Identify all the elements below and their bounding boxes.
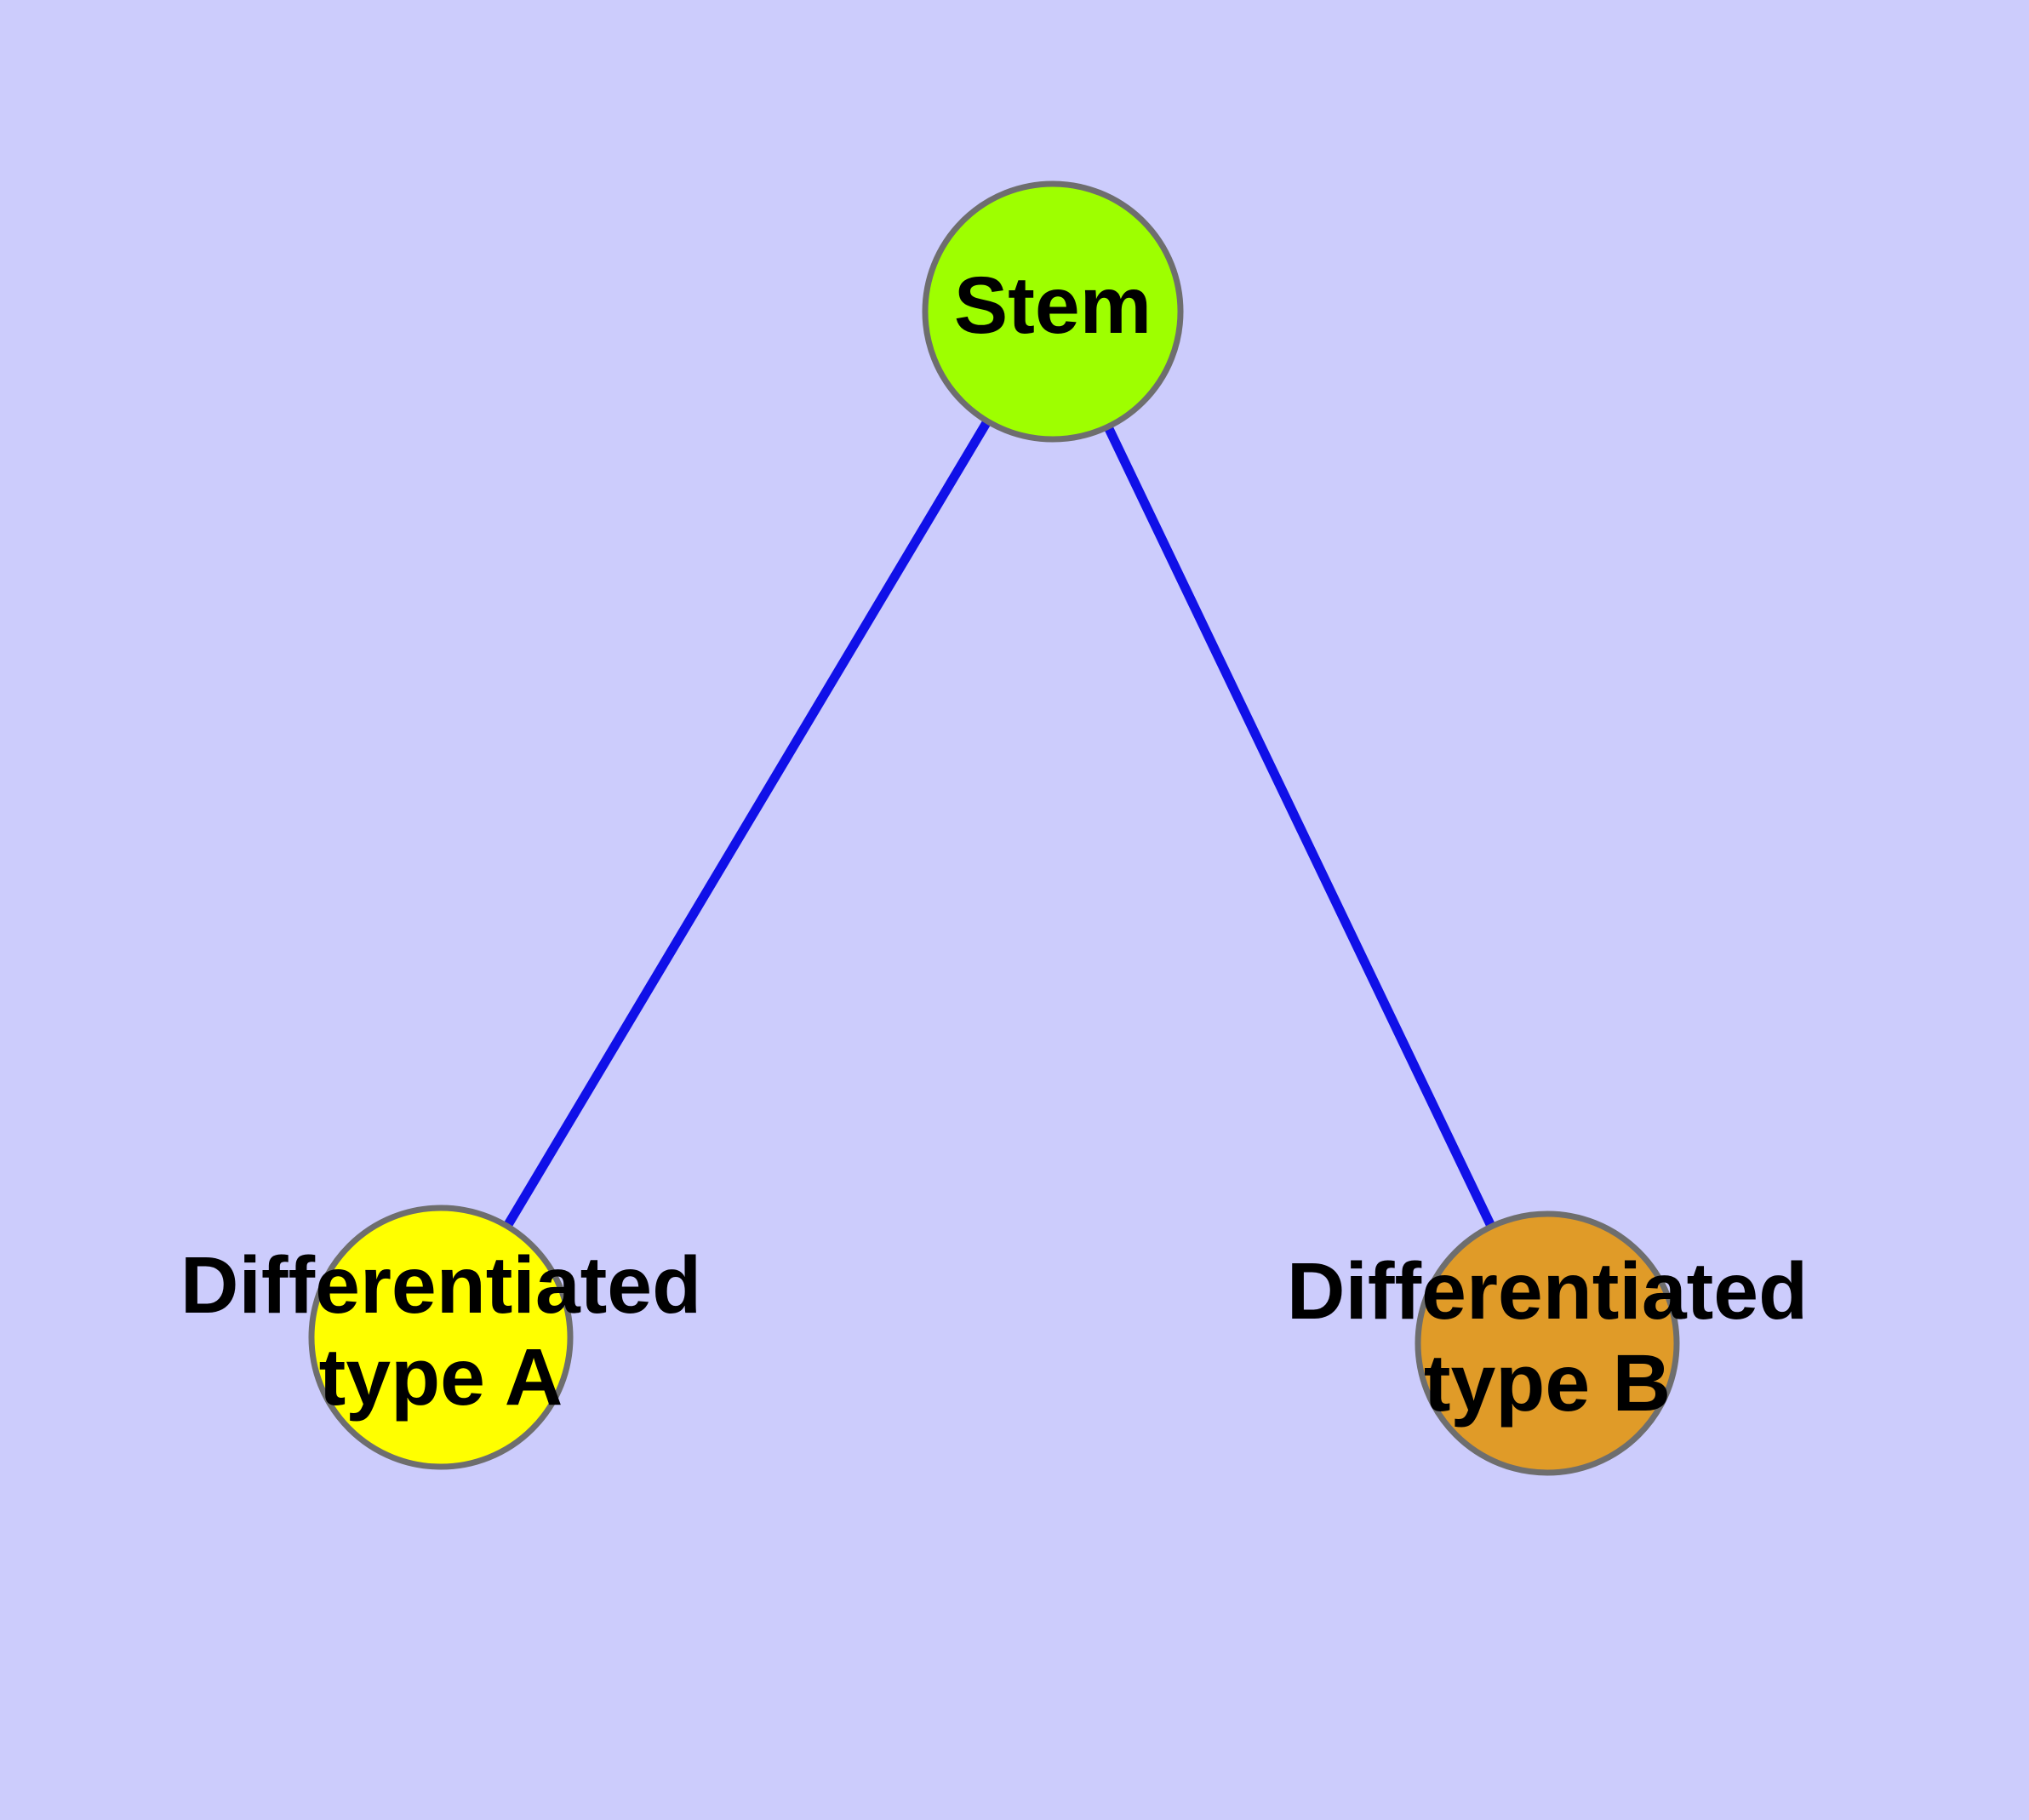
node-stem[interactable]: Stem: [922, 180, 1184, 443]
node-label-line: type B: [1424, 1338, 1671, 1428]
edge-stem-diff-b[interactable]: [1049, 309, 1552, 1346]
node-label-line: type A: [319, 1332, 563, 1422]
node-label-line: Stem: [954, 260, 1152, 351]
node-label-line: Differentiated: [180, 1240, 701, 1331]
node-circle-stem[interactable]: [922, 180, 1184, 443]
node-label-stem: Stem: [954, 260, 1152, 351]
node-label-line: Differentiated: [1287, 1246, 1808, 1336]
node-circle-diff_b[interactable]: [1415, 1210, 1680, 1476]
node-circle-diff_a[interactable]: [308, 1205, 574, 1470]
edge-stem-diff-a[interactable]: [437, 309, 1057, 1340]
edges-layer: [437, 309, 1552, 1346]
